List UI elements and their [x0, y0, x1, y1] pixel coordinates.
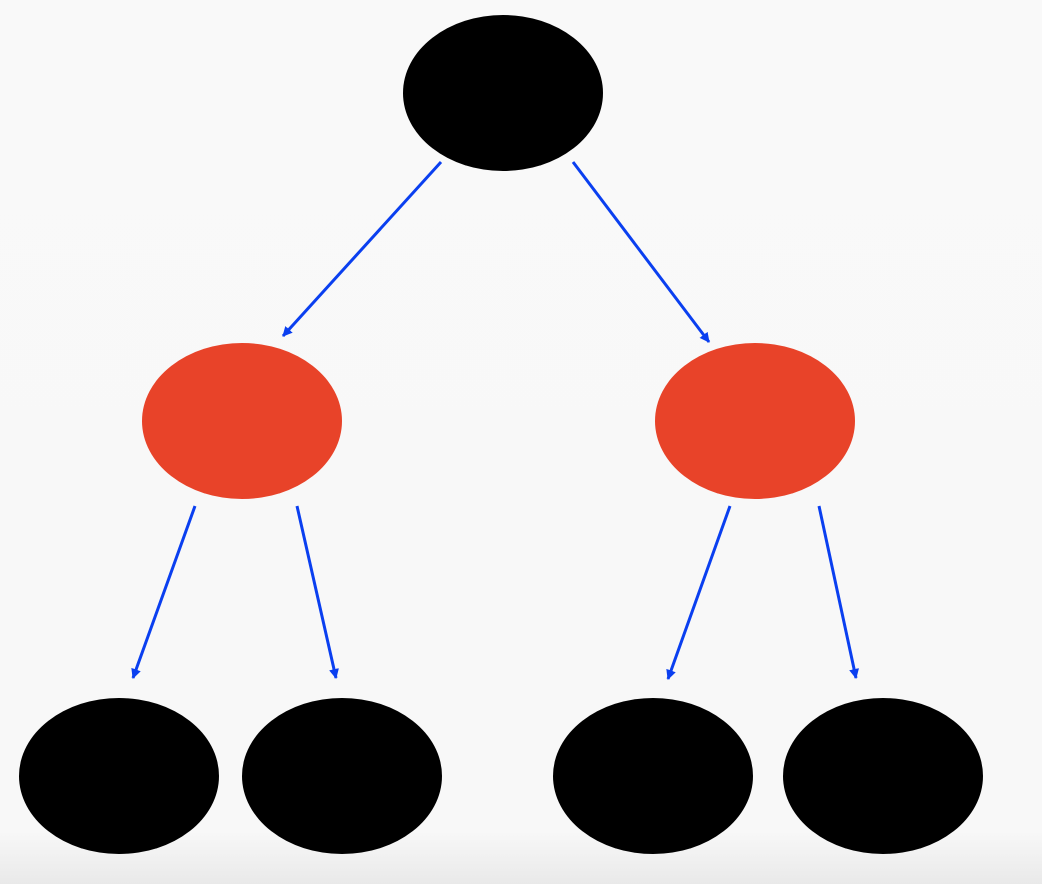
node-left-right-leaf	[242, 698, 442, 854]
edge-right-child-to-right-left-leaf	[666, 505, 732, 680]
edge-left-child-to-left-right-leaf	[295, 505, 339, 679]
edge-root-to-left-child	[281, 160, 443, 338]
node-root	[403, 15, 603, 171]
edge-left-child-to-left-left-leaf	[131, 505, 197, 679]
edges-layer	[131, 160, 859, 680]
edge-root-to-right-child	[571, 161, 711, 343]
edge-right-child-to-right-right-leaf	[817, 505, 859, 679]
node-right-left-leaf	[553, 698, 753, 854]
nodes-layer	[19, 15, 983, 854]
node-right-right-leaf	[783, 698, 983, 854]
node-right-child	[655, 343, 855, 499]
node-left-left-leaf	[19, 698, 219, 854]
node-left-child	[142, 343, 342, 499]
